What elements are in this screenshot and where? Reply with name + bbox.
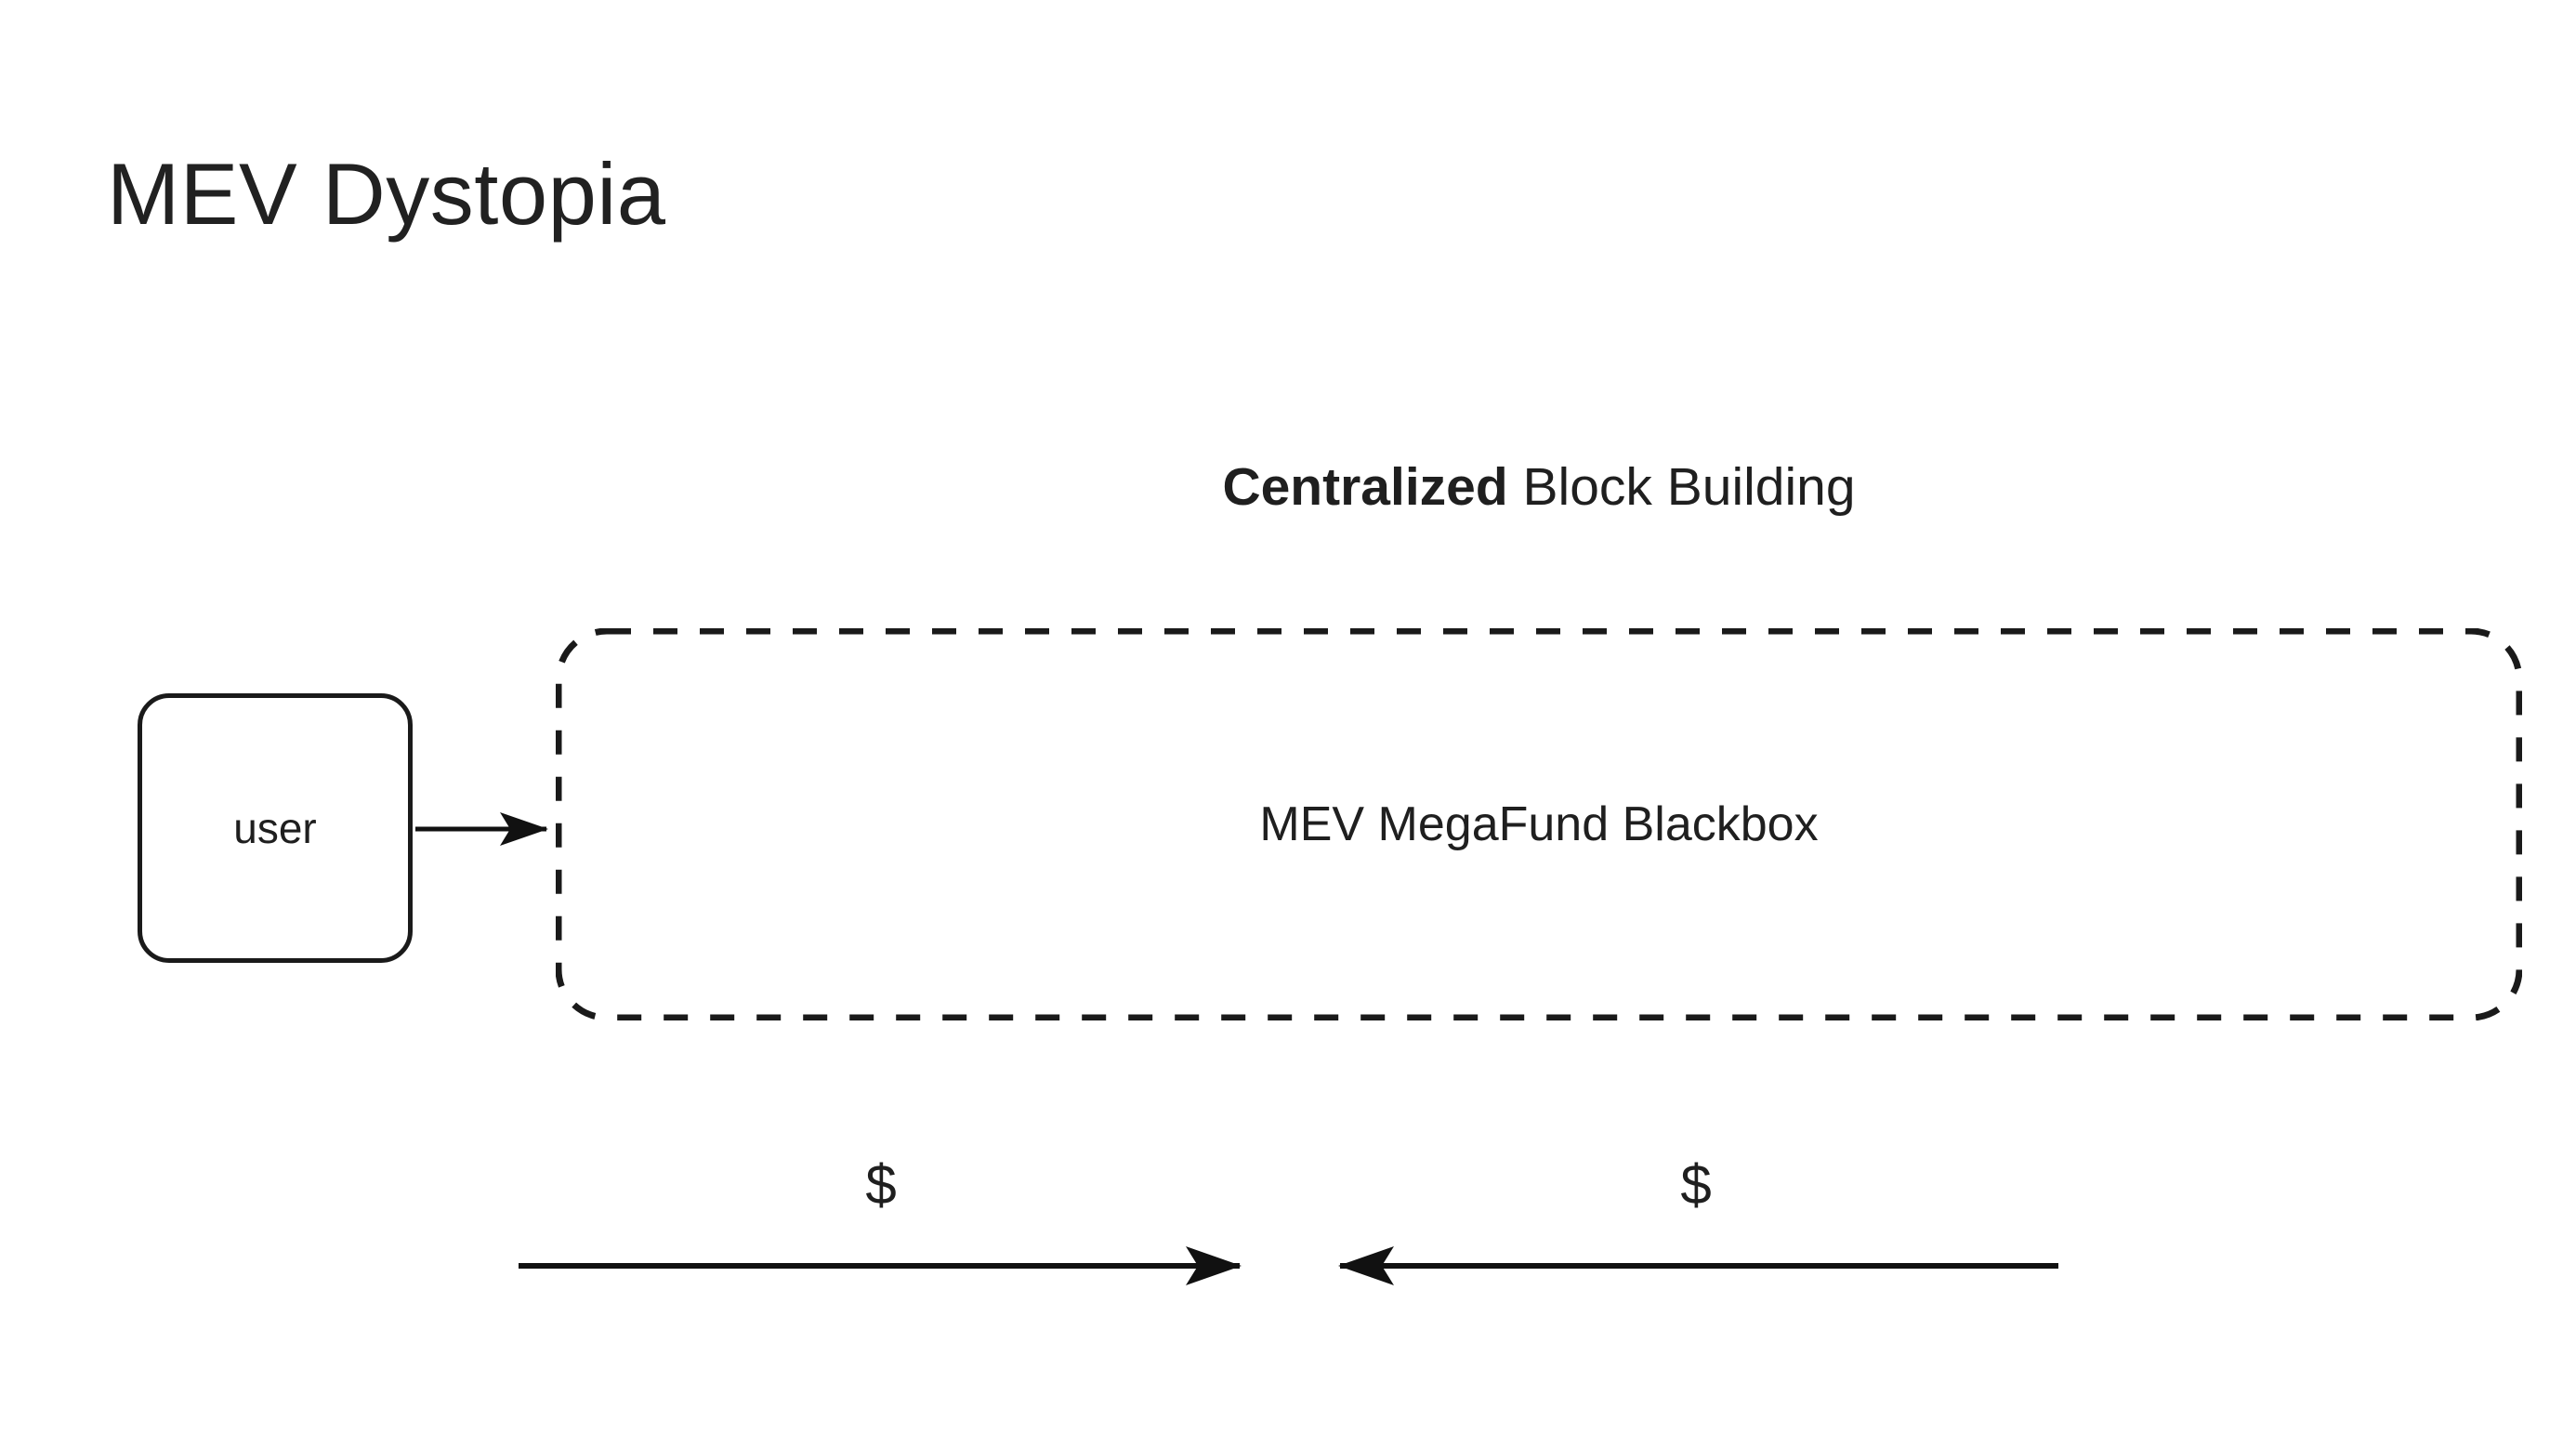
- diagram-heading-rest: Block Building: [1507, 457, 1856, 517]
- node-user[interactable]: user: [138, 693, 413, 963]
- money-label-in: $: [1680, 1153, 1712, 1216]
- node-blackbox[interactable]: MEV MegaFund Blackbox: [556, 628, 2522, 1020]
- diagram-heading-emphasis: Centralized: [1222, 457, 1508, 517]
- money-label-out: $: [865, 1153, 897, 1216]
- node-blackbox-label: MEV MegaFund Blackbox: [1259, 797, 1819, 851]
- node-user-label: user: [233, 804, 317, 852]
- diagram-heading: Centralized Block Building: [558, 455, 2520, 519]
- page-title: MEV Dystopia: [107, 145, 666, 243]
